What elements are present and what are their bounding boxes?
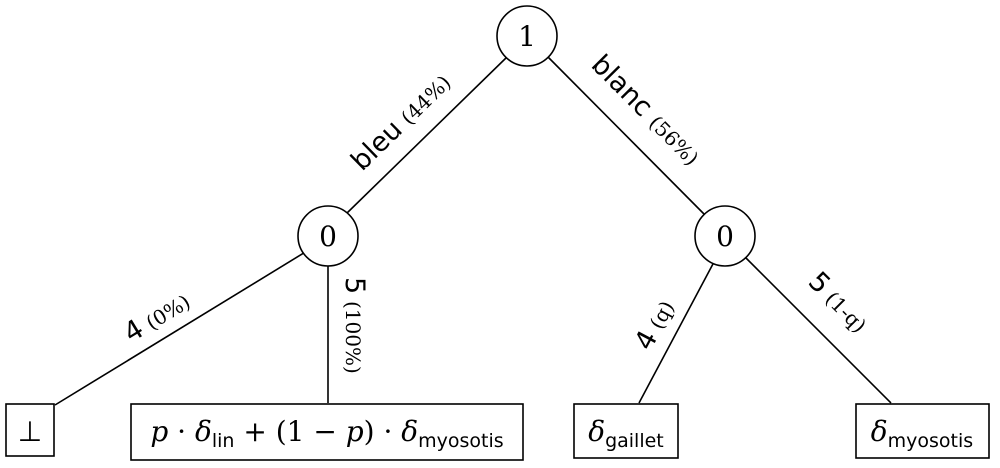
leaf-bottom-symbol: ⊥ xyxy=(18,415,42,448)
edge-left-4-label: 4 (0%) xyxy=(118,290,195,349)
leaf-myosotis-delta: δ xyxy=(871,415,888,448)
edge-blanc-text: blanc xyxy=(585,49,659,123)
edge-left-5-label: 5 (100%) xyxy=(339,277,370,374)
edge-right-4 xyxy=(638,261,715,404)
leaf-bottom: ⊥ xyxy=(5,403,55,457)
leaf-gaillet-delta: δ xyxy=(588,415,605,448)
leaf-mix-close: ) · xyxy=(364,415,393,448)
root-node-label: 1 xyxy=(518,20,536,53)
edge-right-5 xyxy=(743,255,892,404)
edge-left-5-text: 5 xyxy=(339,277,370,294)
edge-left-4 xyxy=(54,250,308,406)
leaf-gaillet-sub: gaillet xyxy=(605,430,664,452)
right-node: 0 xyxy=(694,205,756,267)
edge-blanc-label: blanc (56%) xyxy=(585,49,704,171)
leaf-myosotis-text: δmyosotis xyxy=(871,415,973,452)
leaf-mix-p: p xyxy=(150,415,168,448)
leaf-gaillet-text: δgaillet xyxy=(588,415,664,452)
leaf-mix-formula: p · δlin + (1 − p) · δmyosotis xyxy=(150,415,503,452)
edge-bleu-prob: (44%) xyxy=(396,70,456,129)
root-node: 1 xyxy=(496,5,558,67)
edge-right-4-prob: (q) xyxy=(644,297,679,333)
edge-bleu xyxy=(345,56,508,215)
leaf-mix-plus: + (1 − xyxy=(243,415,345,448)
leaf-myosotis: δmyosotis xyxy=(855,403,990,459)
edge-right-5-prob: (1-q) xyxy=(820,287,871,338)
leaf-mix-p2: p xyxy=(346,415,364,448)
edge-right-4-label: 4 (q) xyxy=(629,297,679,355)
edge-blanc xyxy=(547,56,705,215)
edge-right-5-label: 5 (1-q) xyxy=(802,266,871,338)
edge-left-4-prob: (0%) xyxy=(142,290,195,335)
leaf-mix: p · δlin + (1 − p) · δmyosotis xyxy=(130,403,524,461)
left-node: 0 xyxy=(297,205,359,267)
left-node-label: 0 xyxy=(319,220,337,253)
leaf-myosotis-sub: myosotis xyxy=(888,430,974,452)
edge-blanc-prob: (56%) xyxy=(644,111,703,171)
edge-bleu-text: bleu xyxy=(345,114,408,177)
leaf-mix-dot: · xyxy=(177,415,186,448)
right-node-label: 0 xyxy=(716,220,734,253)
leaf-mix-myosotis: myosotis xyxy=(418,430,504,452)
edge-left-5-prob: (100%) xyxy=(341,301,365,374)
leaf-mix-lin: lin xyxy=(212,430,235,452)
leaf-gaillet: δgaillet xyxy=(573,403,679,459)
leaf-mix-delta-myosotis: δ xyxy=(401,415,418,448)
leaf-mix-delta-lin: δ xyxy=(195,415,212,448)
